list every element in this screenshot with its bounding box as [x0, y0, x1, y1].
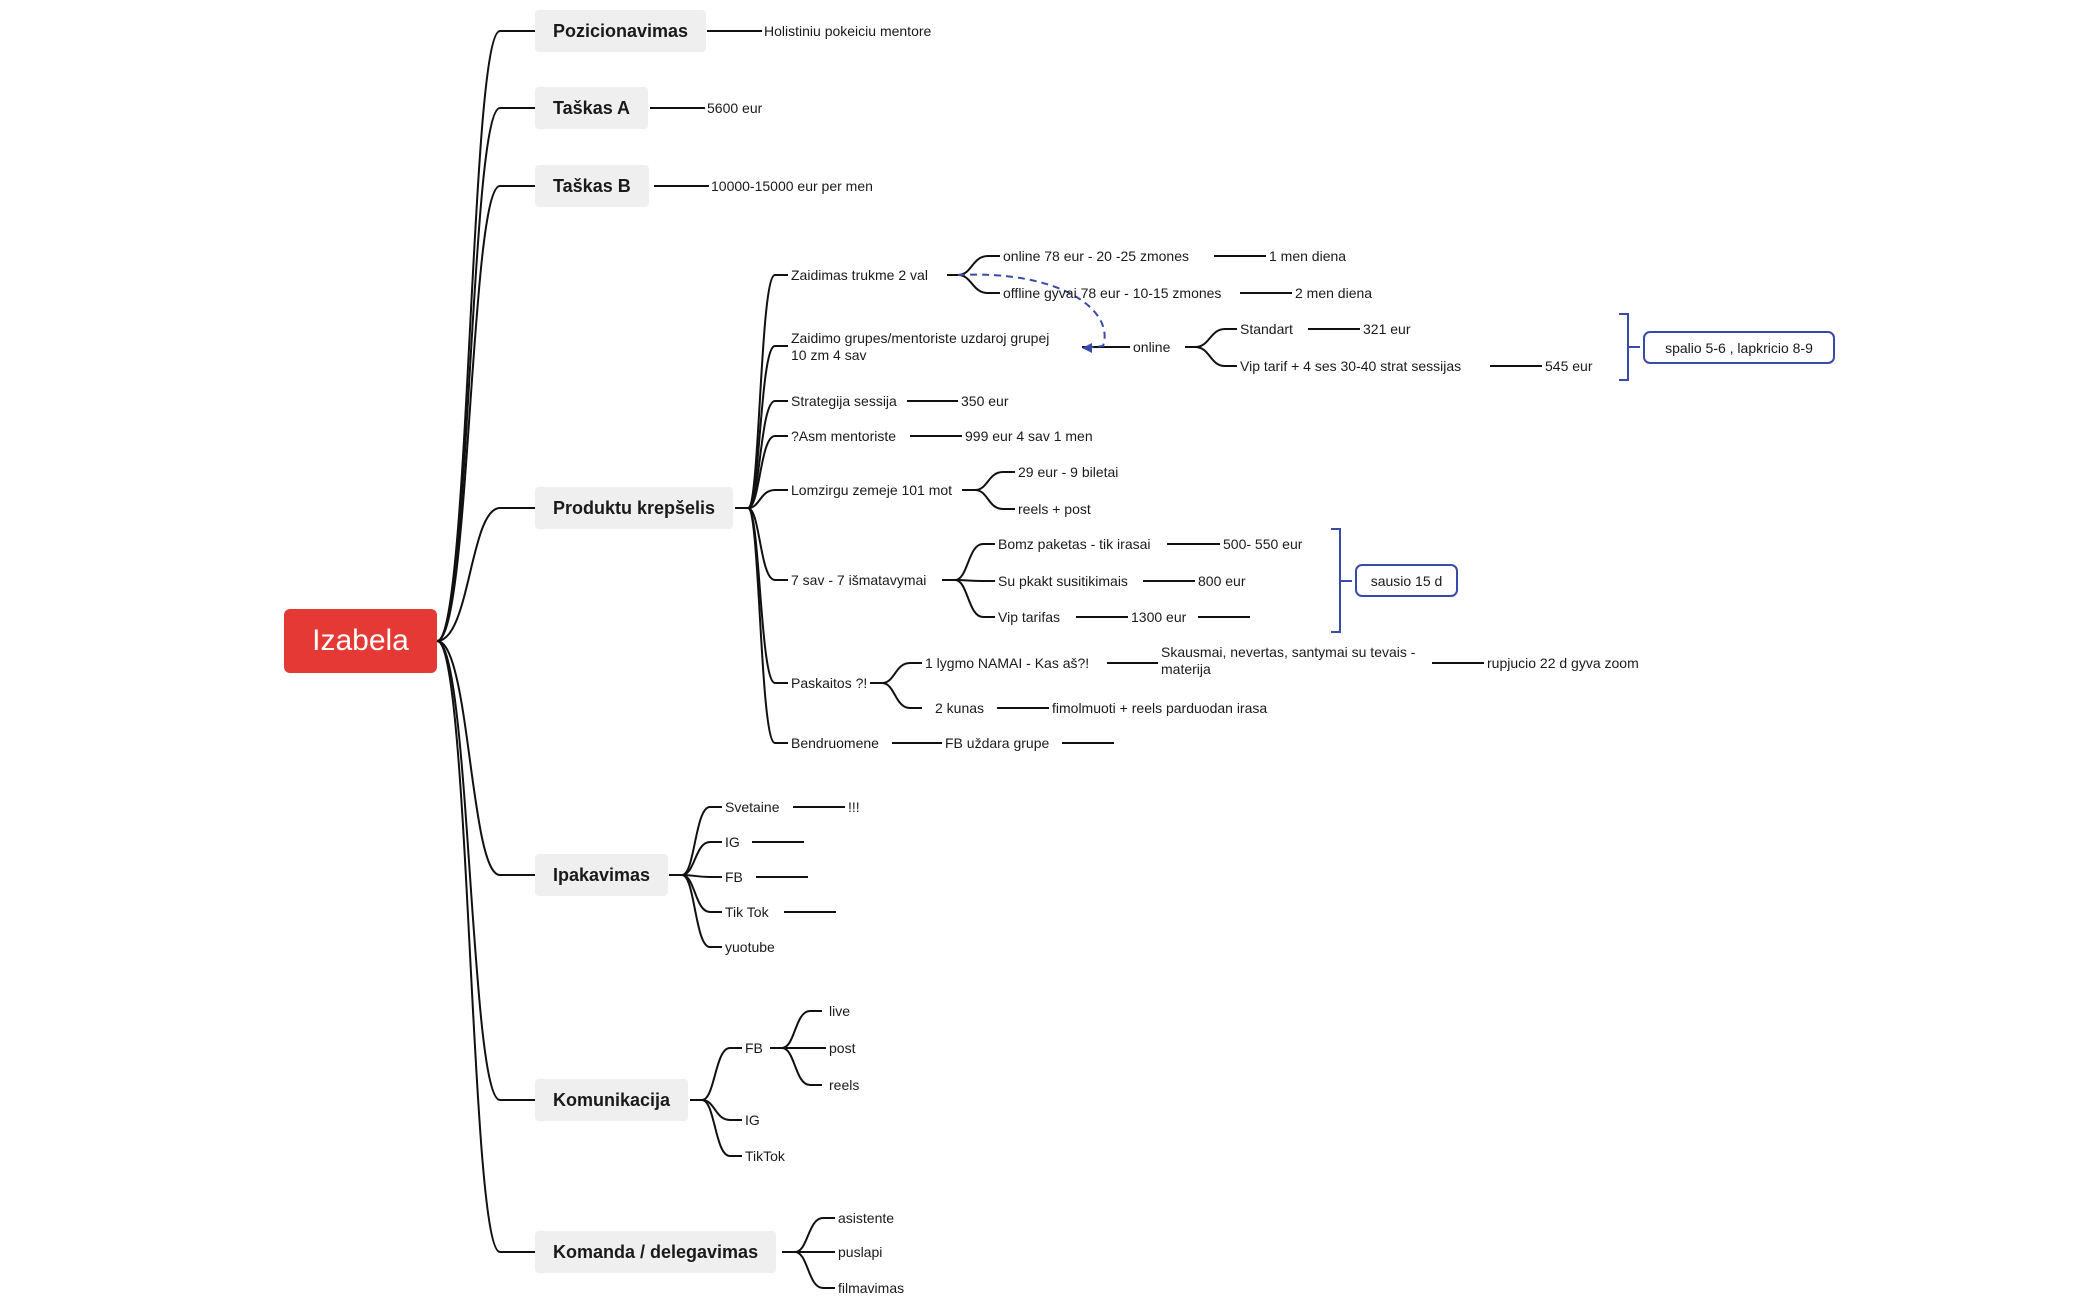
node-paskaitos-l1-sub-line1: Skausmai, nevertas, santymai su tevais - — [1161, 644, 1416, 660]
node-asm-mentoriste[interactable]: ?Asm mentoriste — [791, 428, 897, 444]
node-komanda-filmavimas[interactable]: filmavimas — [838, 1280, 905, 1296]
node-kom-reels[interactable]: reels — [829, 1077, 860, 1093]
branch-taskas-b[interactable]: Taškas B — [535, 165, 649, 207]
node-bendruomene[interactable]: Bendruomene — [791, 735, 879, 751]
node-strategija[interactable]: Strategija sessija — [791, 393, 897, 409]
node-zaidimo-grupes-line1: Zaidimo grupes/mentoriste uzdaroj grupej — [791, 330, 1050, 346]
node-grupes-standart[interactable]: Standart — [1240, 321, 1293, 337]
branch-pozicionavimas[interactable]: Pozicionavimas — [535, 10, 707, 52]
node-7-sav[interactable]: 7 sav - 7 išmatavymai — [791, 572, 927, 588]
node-lomzirgu-b[interactable]: reels + post — [1018, 501, 1091, 517]
node-ipak-tiktok[interactable]: Tik Tok — [725, 904, 769, 920]
node-bendruomene-val[interactable]: FB uždara grupe — [945, 735, 1050, 751]
node-bomz-val[interactable]: 500- 550 eur — [1223, 536, 1303, 552]
summary-tag-spalio[interactable]: spalio 5-6 , lapkricio 8-9 — [1643, 331, 1835, 364]
summary-tag-sausio[interactable]: sausio 15 d — [1355, 564, 1458, 597]
node-su-pakt-val[interactable]: 800 eur — [1198, 573, 1246, 589]
node-kom-ig[interactable]: IG — [745, 1112, 760, 1128]
branch-komunikacija[interactable]: Komunikacija — [535, 1079, 689, 1121]
node-paskaitos-l2-val[interactable]: fimolmuoti + reels parduodan irasa — [1052, 700, 1268, 716]
node-vip-tarifas-val[interactable]: 1300 eur — [1131, 609, 1187, 625]
node-bomz-paketas[interactable]: Bomz paketas - tik irasai — [998, 536, 1151, 552]
leaf-taskas-b[interactable]: 10000-15000 eur per men — [711, 178, 873, 194]
node-paskaitos-l1-sub[interactable]: Skausmai, nevertas, santymai su tevais -… — [1161, 644, 1415, 678]
root-node[interactable]: Izabela — [284, 609, 437, 673]
node-paskaitos-l1-sub-line2: materija — [1161, 661, 1211, 677]
node-asm-val[interactable]: 999 eur 4 sav 1 men — [965, 428, 1093, 444]
leaf-pozicionavimas[interactable]: Holistiniu pokeiciu mentore — [764, 23, 932, 39]
node-zaidimo-grupes[interactable]: Zaidimo grupes/mentoriste uzdaroj grupej… — [791, 330, 1049, 364]
node-grupes-vip[interactable]: Vip tarif + 4 ses 30-40 strat sessijas — [1240, 358, 1462, 374]
node-lomzirgu-a[interactable]: 29 eur - 9 biletai — [1018, 464, 1119, 480]
node-strategija-val[interactable]: 350 eur — [961, 393, 1009, 409]
branch-produktu-krepselis[interactable]: Produktu krepšelis — [535, 487, 734, 529]
node-grupes-standart-val[interactable]: 321 eur — [1363, 321, 1411, 337]
node-svetaine-val[interactable]: !!! — [848, 799, 860, 815]
node-ipak-youtube[interactable]: yuotube — [725, 939, 775, 955]
node-zaidimas-online[interactable]: online 78 eur - 20 -25 zmones — [1003, 248, 1189, 264]
node-svetaine[interactable]: Svetaine — [725, 799, 780, 815]
branch-komanda-delegavimas[interactable]: Komanda / delegavimas — [535, 1231, 777, 1273]
node-kom-live[interactable]: live — [829, 1003, 851, 1019]
node-kom-tiktok[interactable]: TikTok — [745, 1148, 785, 1164]
node-zaidimas[interactable]: Zaidimas trukme 2 val — [791, 267, 928, 283]
node-kom-post[interactable]: post — [829, 1040, 856, 1056]
node-paskaitos-l1[interactable]: 1 lygmo NAMAI - Kas aš?! — [925, 655, 1090, 671]
node-su-pakt[interactable]: Su pkakt susitikimais — [998, 573, 1128, 589]
node-ipak-fb[interactable]: FB — [725, 869, 743, 885]
node-paskaitos[interactable]: Paskaitos ?! — [791, 675, 868, 691]
node-zaidimas-offline-val[interactable]: 2 men diena — [1295, 285, 1373, 301]
node-zaidimas-online-val[interactable]: 1 men diena — [1269, 248, 1347, 264]
node-zaidimas-offline[interactable]: offline gyvai 78 eur - 10-15 zmones — [1003, 285, 1222, 301]
node-ipak-ig[interactable]: IG — [725, 834, 740, 850]
node-vip-tarifas[interactable]: Vip tarifas — [998, 609, 1060, 625]
node-grupes-online[interactable]: online — [1133, 339, 1171, 355]
node-paskaitos-l1-val[interactable]: rupjucio 22 d gyva zoom — [1487, 655, 1639, 671]
leaf-taskas-a[interactable]: 5600 eur — [707, 100, 763, 116]
node-lomzirgu[interactable]: Lomzirgu zemeje 101 mot — [791, 482, 953, 498]
node-kom-fb[interactable]: FB — [745, 1040, 763, 1056]
node-grupes-vip-val[interactable]: 545 eur — [1545, 358, 1593, 374]
node-komanda-asistente[interactable]: asistente — [838, 1210, 895, 1226]
node-zaidimo-grupes-line2: 10 zm 4 sav — [791, 347, 867, 363]
node-paskaitos-l2[interactable]: 2 kunas — [935, 700, 985, 716]
branch-taskas-a[interactable]: Taškas A — [535, 87, 649, 129]
branch-ipakavimas[interactable]: Ipakavimas — [535, 854, 669, 896]
node-komanda-puslapi[interactable]: puslapi — [838, 1244, 883, 1260]
